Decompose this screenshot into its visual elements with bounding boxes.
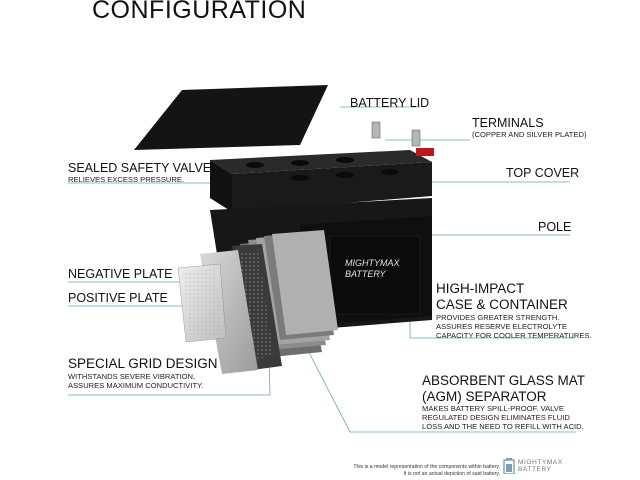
- footer-brand-logo: MIGHTYMAX BATTERY: [503, 458, 563, 474]
- footer-brand-line1: MIGHTYMAX: [518, 459, 563, 466]
- battery-lid-label: BATTERY LID: [350, 96, 430, 110]
- grid-desc-line2: ASSURES MAXIMUM CONDUCTIVITY.: [68, 381, 204, 390]
- battery-brand-line2: BATTERY: [345, 269, 387, 279]
- top-cover-shape: [210, 150, 432, 212]
- disclaimer-footnote: This is a model representation of the co…: [353, 464, 500, 477]
- battery-logo-icon: [503, 458, 515, 474]
- pole-label: POLE: [538, 220, 572, 234]
- terminals-label: TERMINALS: [472, 116, 544, 130]
- safety-valve-label: SEALED SAFETY VALVE: [68, 161, 212, 175]
- case-label-line2: CASE & CONTAINER: [436, 297, 568, 312]
- grid-label: SPECIAL GRID DESIGN: [68, 356, 218, 371]
- case-desc-line2: ASSURES RESERVE ELECTROLYTE: [436, 322, 567, 331]
- separator-desc-line2: REGULATED DESIGN ELIMINATES FLUID: [422, 413, 570, 422]
- leader-separator: [299, 334, 576, 433]
- battery-lid-shape: [134, 85, 328, 150]
- disclaimer-line1: This is a model representation of the co…: [353, 464, 500, 470]
- separator-desc-line3: LOSS AND THE NEED TO REFILL WITH ACID.: [422, 422, 584, 431]
- safety-valve-desc: RELIEVES EXCESS PRESSURE.: [68, 175, 185, 184]
- terminals-desc: (COPPER AND SILVER PLATED): [472, 130, 587, 139]
- top-cover-label: TOP COVER: [506, 166, 580, 180]
- negative-plate-label: NEGATIVE PLATE: [68, 267, 173, 281]
- separator-label-line1: ABSORBENT GLASS MAT: [422, 373, 586, 388]
- case-desc-line1: PROVIDES GREATER STRENGTH.: [436, 313, 560, 322]
- separator-desc-line1: MAKES BATTERY SPILL-PROOF. VALVE: [422, 404, 564, 413]
- case-label-line1: HIGH-IMPACT: [436, 281, 525, 296]
- battery-brand-line1: MIGHTYMAX: [345, 258, 400, 268]
- footer-brand-line2: BATTERY: [518, 466, 552, 473]
- grid-desc-line1: WITHSTANDS SEVERE VIBRATION,: [68, 372, 196, 381]
- case-desc-line3: CAPACITY FOR COOLER TEMPERATURES.: [436, 331, 592, 340]
- positive-plate-label: POSITIVE PLATE: [68, 291, 168, 305]
- disclaimer-line2: It is not an actual depiction of said ba…: [403, 470, 500, 477]
- separator-label-line2: (AGM) SEPARATOR: [422, 389, 547, 404]
- terminals-shape: [371, 121, 434, 156]
- grid-pattern: [236, 250, 274, 360]
- page-title: CONFIGURATION: [92, 0, 307, 24]
